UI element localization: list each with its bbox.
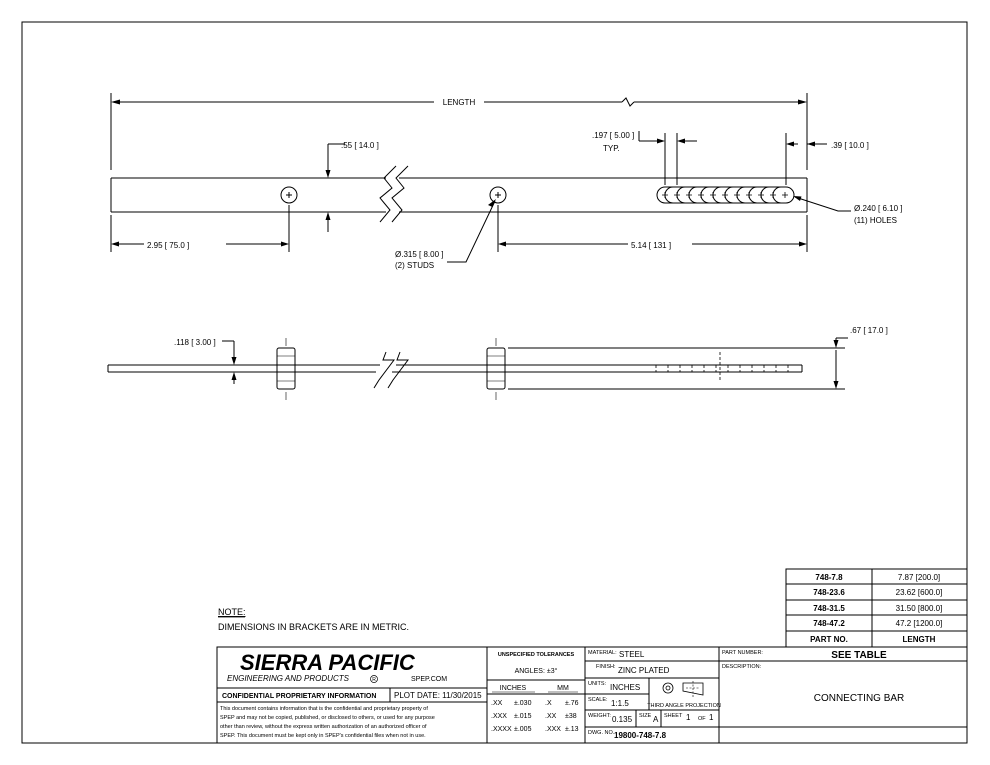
- part-table-header-length: LENGTH: [903, 635, 936, 644]
- dim-hole-count: (11) HOLES: [854, 216, 897, 225]
- material-value: STEEL: [619, 650, 645, 659]
- tol-row-2-in-key: .XXX: [491, 713, 507, 720]
- tol-row-1-mm-val: ±.76: [565, 700, 579, 707]
- tol-row-1-mm-key: .X: [545, 700, 552, 707]
- sheet-of-label: OF: [698, 716, 706, 722]
- tol-row-2-mm-val: ±38: [565, 713, 577, 720]
- note-text: DIMENSIONS IN BRACKETS ARE IN METRIC.: [218, 622, 409, 632]
- part-row-1-length: 7.87 [200.0]: [898, 573, 940, 582]
- svg-text:R: R: [372, 677, 376, 683]
- tolerances-header: UNSPECIFIED TOLERANCES: [498, 652, 575, 658]
- tol-row-2-in-val: ±.015: [514, 713, 532, 720]
- tolerances-angles: ANGLES: ±3°: [515, 667, 558, 675]
- finish-label: FINISH:: [596, 664, 616, 670]
- size-value: A: [653, 715, 659, 724]
- dim-hole-dia: Ø.240 [ 6.10 ]: [854, 204, 903, 213]
- part-row-2-part: 748-23.6: [813, 588, 845, 597]
- weight-value: 0.135: [612, 715, 633, 724]
- part-row-3-length: 31.50 [800.0]: [896, 604, 943, 613]
- top-view: [110, 93, 851, 263]
- dim-height: .67 [ 17.0 ]: [850, 326, 888, 335]
- note-title: NOTE:: [218, 607, 246, 617]
- title-block: [216, 646, 968, 744]
- confidential-line-1: This document contains information that …: [220, 706, 428, 712]
- part-row-3-part: 748-31.5: [813, 604, 845, 613]
- part-table-header-part: PART NO.: [810, 635, 848, 644]
- dim-bar-width: .55 [ 14.0 ]: [341, 141, 379, 150]
- part-number-label: PART NUMBER:: [722, 650, 763, 656]
- tol-row-3-mm-key: .XXX: [545, 726, 561, 733]
- units-value: INCHES: [610, 683, 640, 692]
- dim-stud-right: 5.14 [ 131 ]: [631, 241, 671, 250]
- tolerances-inches-label: INCHES: [500, 685, 527, 692]
- part-number-value: SEE TABLE: [831, 650, 887, 661]
- sheet-label: SHEET: [664, 713, 683, 719]
- scale-label: SCALE:: [588, 697, 608, 703]
- tol-row-3-in-val: ±.005: [514, 726, 532, 733]
- tolerances-mm-label: MM: [557, 685, 569, 692]
- sheet-value: 1: [686, 713, 691, 722]
- tol-row-3-in-key: .XXXX: [491, 726, 512, 733]
- confidential-header: CONFIDENTIAL PROPRIETARY INFORMATION: [222, 693, 376, 700]
- tol-row-3-mm-val: ±.13: [565, 726, 579, 733]
- scale-value: 1:1.5: [611, 699, 629, 708]
- part-row-4-part: 748-47.2: [813, 619, 845, 628]
- dim-hole-pitch: .197 [ 5.00 ]: [592, 131, 634, 140]
- third-angle-projection-icon: [662, 681, 704, 697]
- dim-stud-dia: Ø.315 [ 8.00 ]: [395, 250, 444, 259]
- part-row-4-length: 47.2 [1200.0]: [896, 619, 943, 628]
- description-value: CONNECTING BAR: [814, 693, 905, 704]
- projection-label: THIRD ANGLE PROJECTION: [647, 703, 721, 709]
- part-row-1-part: 748-7.8: [815, 573, 843, 582]
- dwg-no-label: DWG. NO.: [588, 730, 615, 736]
- company-name: SIERRA PACIFIC: [240, 650, 416, 675]
- company-website: SPEP.COM: [411, 676, 447, 683]
- tol-row-2-mm-key: .XX: [545, 713, 557, 720]
- units-label: UNITS:: [588, 681, 607, 687]
- description-label: DESCRIPTION:: [722, 664, 762, 670]
- confidential-line-4: SPEP. This document must be kept only in…: [220, 733, 426, 739]
- dim-typ: TYP.: [603, 144, 620, 153]
- tol-row-1-in-val: ±.030: [514, 700, 532, 707]
- sheet-total: 1: [709, 713, 714, 722]
- company-sub: ENGINEERING AND PRODUCTS: [227, 674, 350, 683]
- registered-mark-icon: R: [370, 675, 378, 683]
- finish-value: ZINC PLATED: [618, 666, 670, 675]
- dim-thickness: .118 [ 3.00 ]: [174, 338, 216, 347]
- size-label: SIZE: [639, 713, 652, 719]
- material-label: MATERIAL:: [588, 650, 617, 656]
- weight-label: WEIGHT:: [588, 713, 611, 719]
- confidential-line-3: other than review, without the express w…: [220, 724, 427, 730]
- dim-stud-count: (2) STUDS: [395, 261, 434, 270]
- plot-date: PLOT DATE: 11/30/2015: [394, 691, 482, 700]
- dim-stud-left: 2.95 [ 75.0 ]: [147, 241, 189, 250]
- part-table: [785, 568, 968, 648]
- tol-row-1-in-key: .XX: [491, 700, 503, 707]
- confidential-line-2: SPEP and may not be copied, published, o…: [220, 715, 435, 721]
- dim-end-offset: .39 [ 10.0 ]: [831, 141, 869, 150]
- dim-length: LENGTH: [443, 98, 476, 107]
- part-row-2-length: 23.62 [600.0]: [896, 588, 943, 597]
- side-view: [107, 337, 848, 400]
- dwg-no-value: 19800-748-7.8: [614, 731, 667, 740]
